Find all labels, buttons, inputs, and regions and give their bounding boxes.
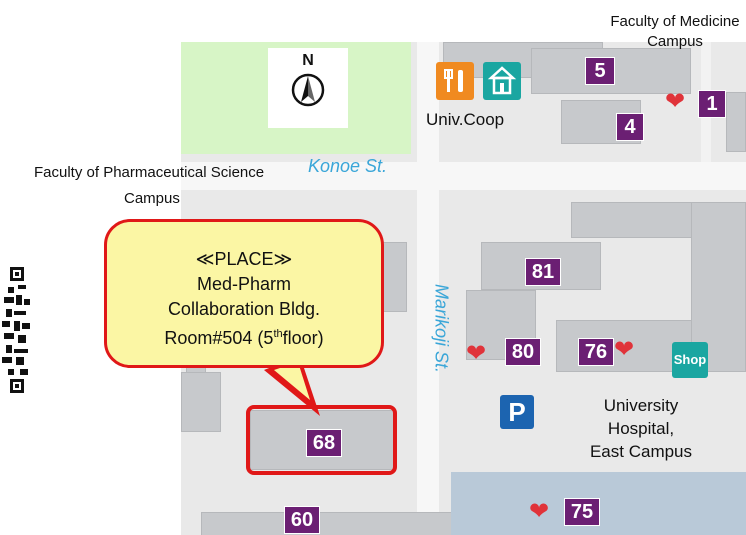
building-68-block [250, 410, 394, 470]
building-number-60: 60 [284, 506, 320, 534]
north-compass: N [268, 48, 348, 128]
callout-pointer [264, 356, 320, 416]
building-number-5: 5 [585, 57, 615, 85]
building-block [726, 92, 746, 152]
pharma-campus-label-line2: Campus [124, 190, 180, 207]
building-number-75: 75 [564, 498, 600, 526]
qr-code-icon [2, 267, 30, 393]
building-number-68: 68 [306, 429, 342, 457]
building-block [381, 242, 407, 312]
store-icon [483, 62, 521, 100]
aed-heart-icon: ❤ [665, 88, 686, 115]
building-number-76: 76 [578, 338, 614, 366]
building-number-81: 81 [525, 258, 561, 286]
medicine-campus-label: Faculty of Medicine Campus [610, 13, 740, 50]
aed-heart-icon: ❤ [614, 336, 635, 363]
compass-n-label: N [302, 52, 314, 69]
marikoji-street-label: Marikoji St. [431, 283, 452, 373]
parking-icon: P [500, 395, 534, 429]
konoe-street-road [181, 162, 746, 190]
callout-line-building-name: Med-Pharm [196, 274, 292, 294]
konoe-street-label: Konoe St. [308, 156, 388, 176]
aed-heart-icon: ❤ [466, 340, 487, 367]
aed-heart-icon: ❤ [529, 498, 550, 525]
building-number-4: 4 [616, 113, 644, 141]
target-building-highlight [246, 405, 397, 475]
callout-line-place: ≪PLACE≫ [195, 249, 293, 269]
building-block [181, 372, 221, 432]
north-arrow-icon [291, 73, 325, 107]
building-number-1: 1 [698, 90, 726, 118]
callout-line-building-type: Collaboration Bldg. [167, 299, 321, 319]
coop-label: Univ.Coop [426, 110, 505, 129]
restaurant-icon [436, 62, 474, 100]
callout-line-room: Room#504 (5thfloor) [164, 328, 324, 348]
shop-icon: Shop [672, 342, 708, 378]
building-number-80: 80 [505, 338, 541, 366]
marikoji-street-road [417, 42, 439, 535]
place-callout: ≪PLACE≫ Med-Pharm Collaboration Bldg. Ro… [104, 219, 384, 368]
hospital-label: University Hospital, East Campus [589, 396, 693, 461]
pharma-campus-label-line1: Faculty of Pharmaceutical Science [34, 164, 265, 181]
